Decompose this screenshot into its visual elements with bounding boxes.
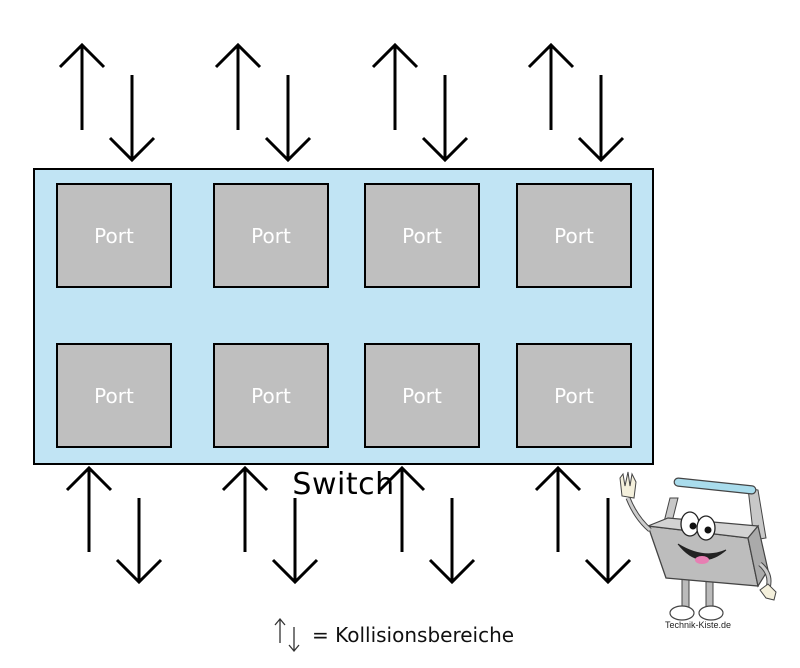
port-3: Port [364,183,480,288]
mascot-caption: Technik-Kiste.de [665,620,732,630]
down-arrow-icon [428,498,476,585]
port-label: Port [402,223,442,248]
port-6: Port [213,343,329,448]
port-label: Port [251,383,291,408]
down-arrow-icon [577,75,625,163]
down-arrow-icon [108,75,156,163]
down-arrow-icon [115,498,163,585]
port-label: Port [554,383,594,408]
up-arrow-icon [58,42,106,130]
top-arrow-group [58,42,625,163]
up-arrow-icon [65,465,113,552]
port-label: Port [402,383,442,408]
port-label: Port [94,383,134,408]
up-arrow-icon [378,465,426,552]
switch-label: Switch [292,467,395,502]
port-label: Port [554,223,594,248]
port-label: Port [251,223,291,248]
port-1: Port [56,183,172,288]
down-arrow-icon [421,75,469,163]
bottom-arrow-group [65,465,632,585]
port-4: Port [516,183,632,288]
toolbox-mascot-icon [619,471,777,621]
legend-text: = Kollisionsbereiche [312,623,515,647]
legend: = Kollisionsbereiche [272,617,514,653]
port-label: Port [94,223,134,248]
up-arrow-icon [527,42,575,130]
up-arrow-icon [371,42,419,130]
up-arrow-icon [214,42,262,130]
up-down-arrows-icon [274,617,300,653]
port-7: Port [364,343,480,448]
port-8: Port [516,343,632,448]
down-arrow-icon [271,498,319,585]
port-5: Port [56,343,172,448]
up-arrow-icon [534,465,582,552]
down-arrow-icon [584,498,632,585]
up-arrow-icon [221,465,269,552]
down-arrow-icon [264,75,312,163]
switch-device: Port Port Port Port Switch Port Port Por… [33,168,654,502]
port-2: Port [213,183,329,288]
